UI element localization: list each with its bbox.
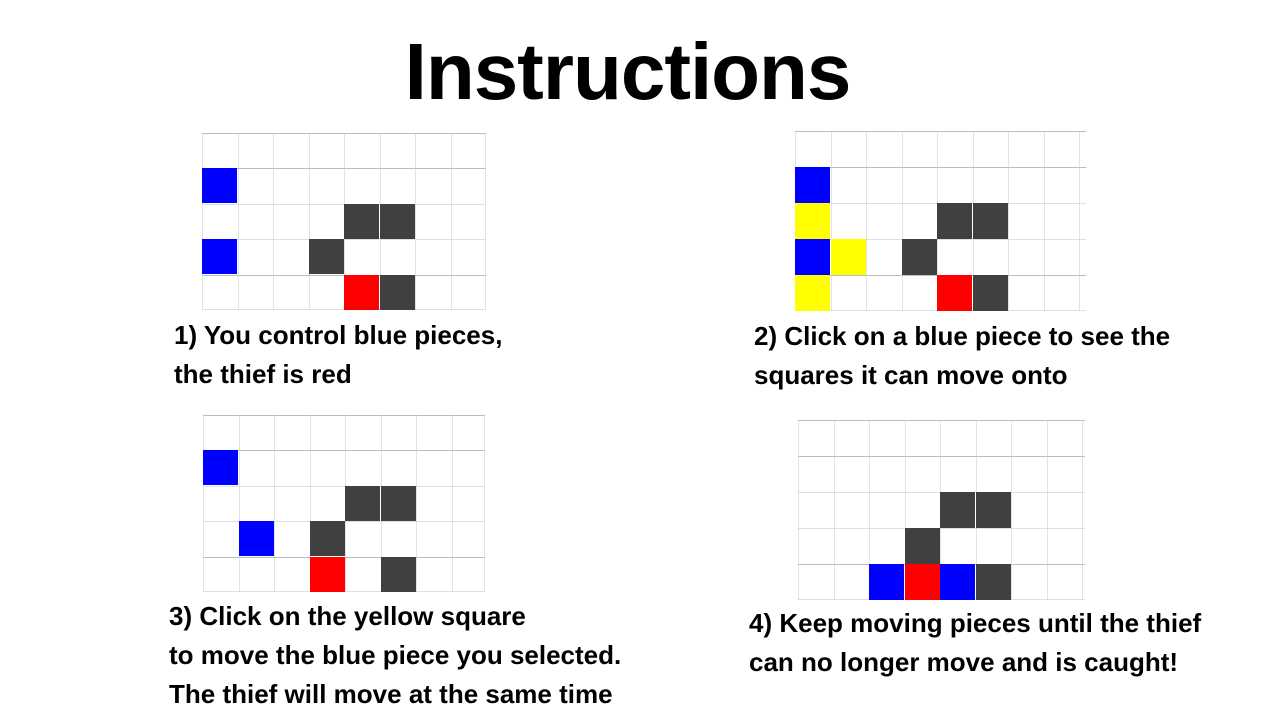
- wall-block: [380, 204, 415, 239]
- move-target-square[interactable]: [795, 203, 830, 239]
- grid-line-v: [416, 415, 417, 592]
- grid-line-v: [484, 415, 485, 592]
- step-3-caption-line-2: to move the blue piece you selected.: [169, 640, 622, 670]
- wall-block: [309, 239, 344, 274]
- step-2-board: [795, 131, 1086, 311]
- blue-piece[interactable]: [869, 564, 904, 600]
- step-3-caption-line-3: The thief will move at the same time: [169, 679, 613, 709]
- wall-block: [973, 275, 1008, 311]
- blue-piece[interactable]: [940, 564, 975, 600]
- wall-block: [973, 203, 1008, 239]
- blue-piece[interactable]: [795, 167, 830, 203]
- grid-line-h: [203, 450, 485, 451]
- grid-line-v: [452, 415, 453, 592]
- step-3-caption: 3) Click on the yellow square to move th…: [169, 597, 621, 714]
- grid-line-h: [795, 131, 1086, 132]
- thief-piece[interactable]: [310, 557, 345, 592]
- grid-line-v: [798, 420, 799, 600]
- step-2-caption-line-1: 2) Click on a blue piece to see the: [754, 321, 1171, 351]
- grid-line-h: [203, 486, 485, 487]
- step-3-caption-line-1: 3) Click on the yellow square: [169, 601, 526, 631]
- move-target-square[interactable]: [831, 239, 866, 275]
- wall-block: [937, 203, 972, 239]
- grid-line-v: [309, 133, 310, 310]
- grid-line-h: [798, 456, 1085, 457]
- step-2-caption-line-2: squares it can move onto: [754, 360, 1068, 390]
- step-1-caption: 1) You control blue pieces, the thief is…: [174, 316, 502, 394]
- grid-line-v: [274, 415, 275, 592]
- move-target-square[interactable]: [795, 275, 830, 311]
- grid-line-v: [203, 415, 204, 592]
- blue-piece[interactable]: [795, 239, 830, 275]
- grid-line-v: [1008, 131, 1009, 311]
- wall-block: [940, 492, 975, 528]
- grid-line-v: [202, 133, 203, 310]
- grid-line-v: [310, 415, 311, 592]
- grid-line-v: [238, 133, 239, 310]
- page-title: Instructions: [404, 27, 852, 116]
- blue-piece[interactable]: [203, 450, 238, 485]
- step-2-caption: 2) Click on a blue piece to see the squa…: [754, 317, 1170, 395]
- grid-line-h: [795, 239, 1086, 240]
- wall-block: [345, 486, 380, 521]
- step-3-board: [203, 415, 485, 592]
- thief-piece[interactable]: [905, 564, 940, 600]
- thief-piece[interactable]: [344, 275, 379, 310]
- wall-block: [902, 239, 937, 275]
- grid-line-v: [1047, 420, 1048, 600]
- step-1-caption-line-2: the thief is red: [174, 359, 352, 389]
- step-1-caption-line-1: 1) You control blue pieces,: [174, 320, 503, 350]
- grid-line-h: [798, 420, 1085, 421]
- thief-piece[interactable]: [937, 275, 972, 311]
- wall-block: [380, 275, 415, 310]
- blue-piece[interactable]: [202, 168, 237, 203]
- blue-piece[interactable]: [239, 521, 274, 556]
- grid-line-v: [1082, 420, 1083, 600]
- grid-line-h: [203, 415, 485, 416]
- grid-line-v: [485, 133, 486, 310]
- step-4-caption: 4) Keep moving pieces until the thief ca…: [749, 604, 1201, 682]
- blue-piece[interactable]: [202, 239, 237, 274]
- grid-line-v: [834, 420, 835, 600]
- grid-line-h: [795, 167, 1086, 168]
- wall-block: [310, 521, 345, 556]
- step-4-caption-line-1: 4) Keep moving pieces until the thief: [749, 608, 1202, 638]
- wall-block: [905, 528, 940, 564]
- grid-line-v: [273, 133, 274, 310]
- grid-line-v: [239, 415, 240, 592]
- grid-line-v: [905, 420, 906, 600]
- wall-block: [344, 204, 379, 239]
- grid-line-v: [1011, 420, 1012, 600]
- grid-line-h: [798, 528, 1085, 529]
- wall-block: [381, 486, 416, 521]
- wall-block: [976, 492, 1011, 528]
- grid-line-v: [831, 131, 832, 311]
- grid-line-v: [869, 420, 870, 600]
- step-4-board: [798, 420, 1085, 600]
- grid-line-v: [415, 133, 416, 310]
- grid-line-v: [1079, 131, 1080, 311]
- grid-line-v: [451, 133, 452, 310]
- wall-block: [381, 557, 416, 592]
- grid-line-v: [866, 131, 867, 311]
- wall-block: [976, 564, 1011, 600]
- step-1-board: [202, 133, 486, 310]
- grid-line-v: [1044, 131, 1045, 311]
- grid-line-v: [902, 131, 903, 311]
- step-4-caption-line-2: can no longer move and is caught!: [749, 647, 1179, 677]
